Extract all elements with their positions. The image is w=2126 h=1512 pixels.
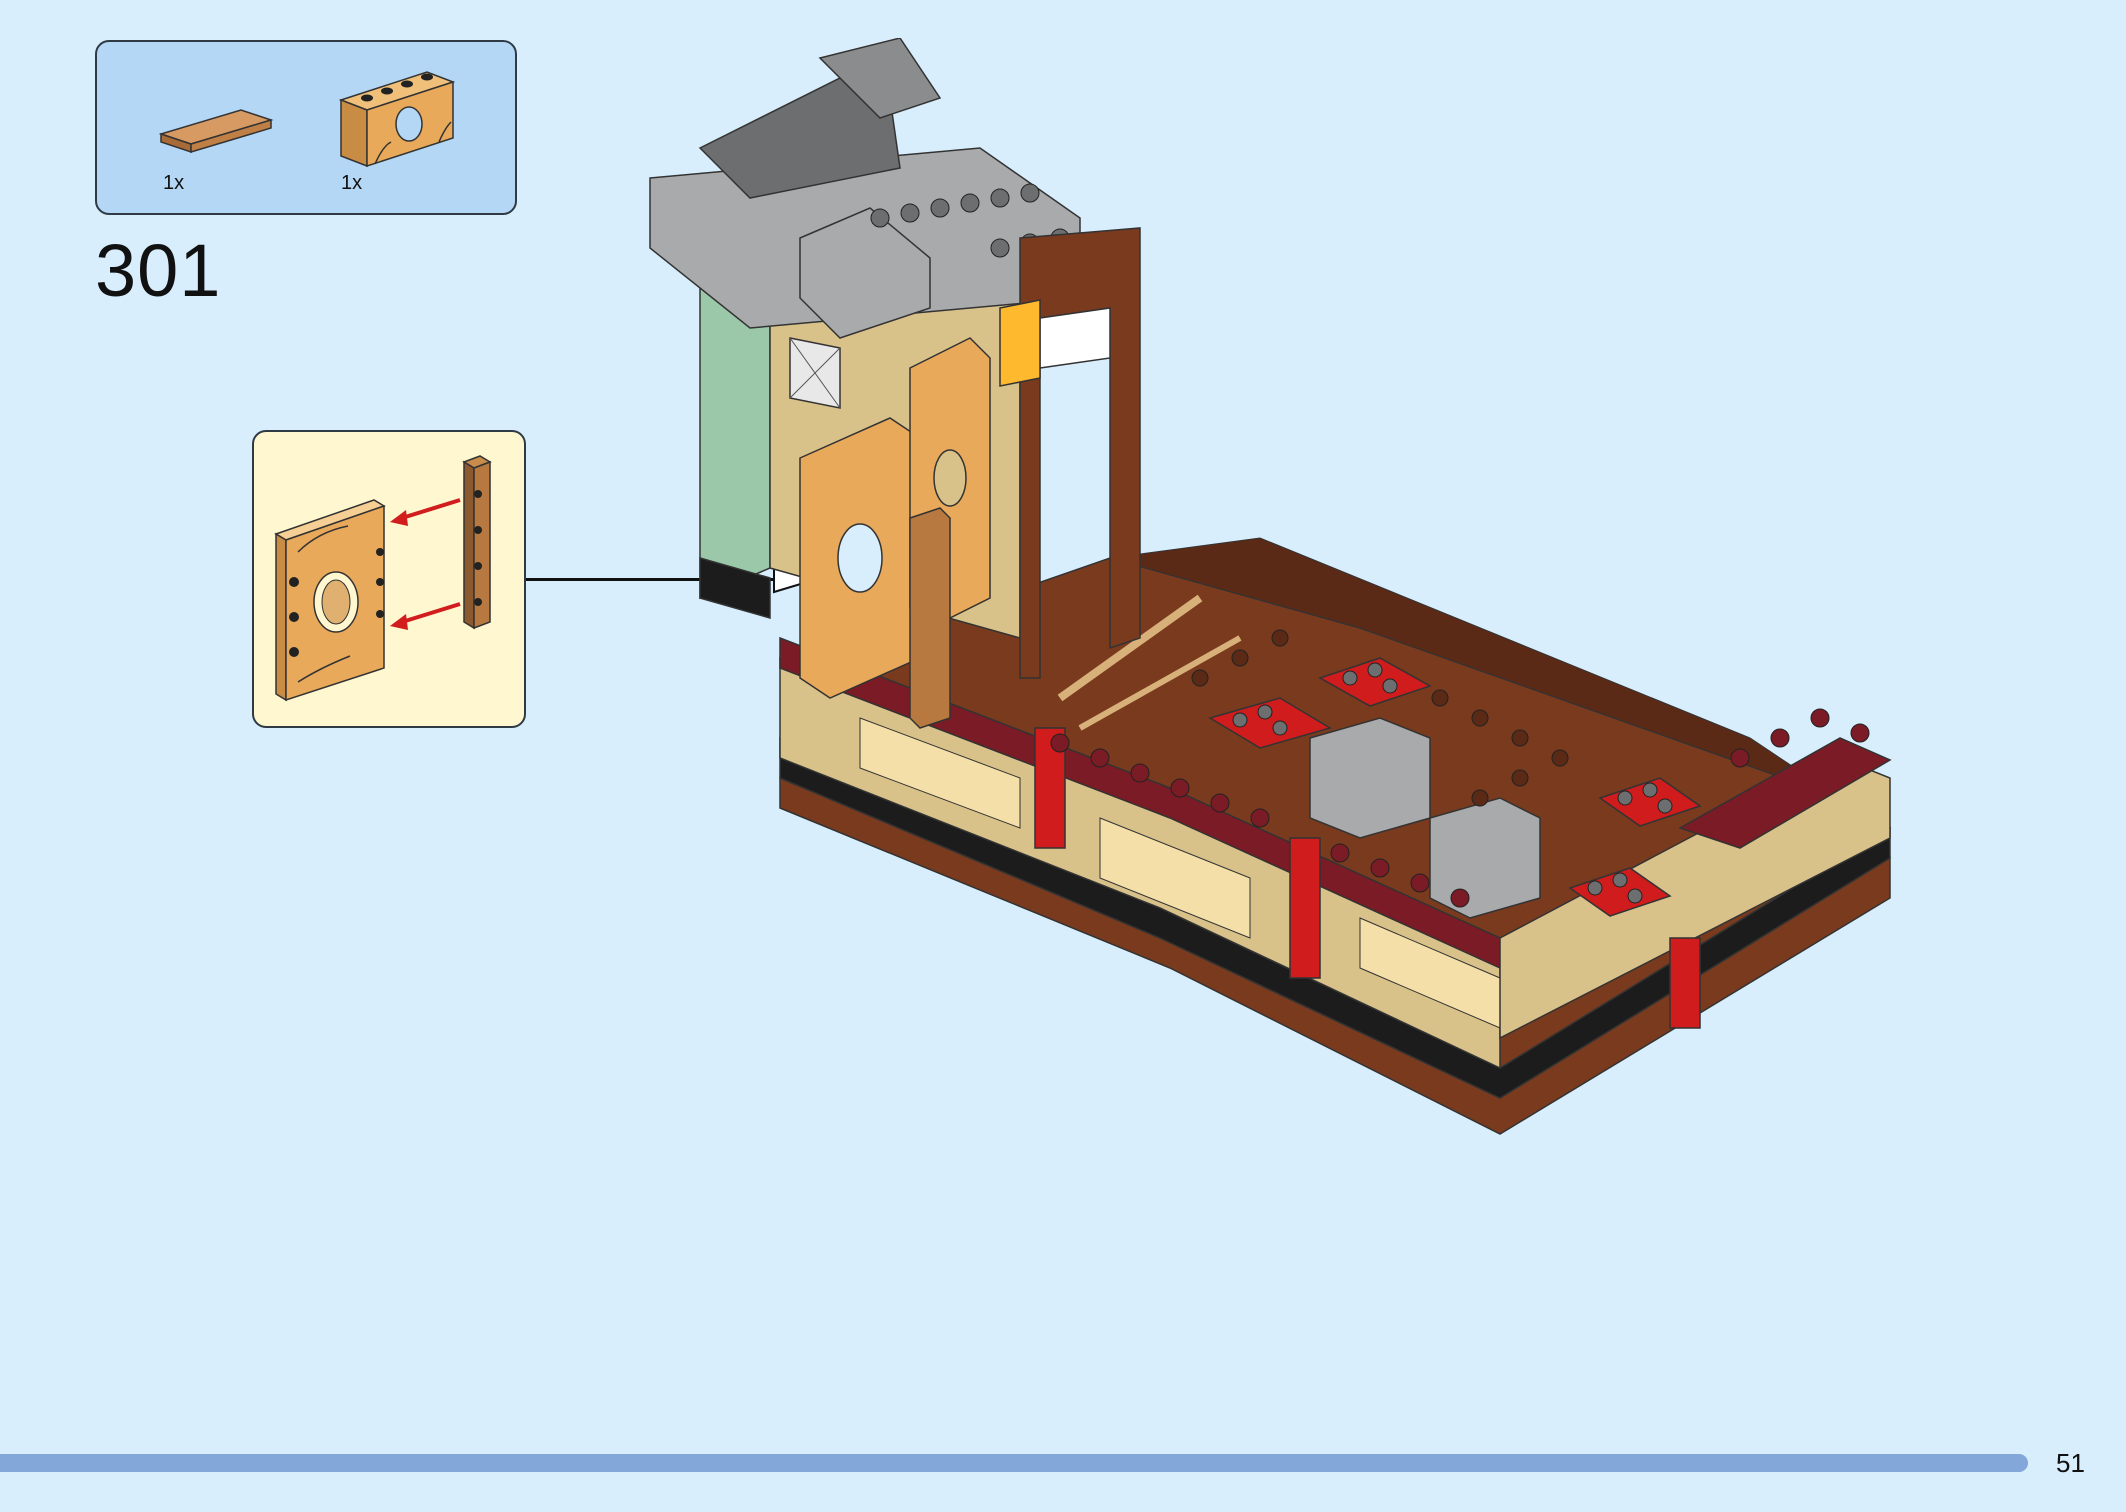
- part-quantity: 1x: [341, 172, 363, 194]
- ornamental-fence-part-icon: [338, 71, 456, 168]
- sub-assembly-callout: [252, 430, 526, 728]
- instruction-progress-bar: [0, 1454, 2029, 1472]
- tile-1x4-part-icon: [159, 109, 274, 154]
- callout-connector-line: [526, 578, 786, 581]
- part-quantity: 1x: [163, 172, 185, 194]
- parts-list-box: 1x 1x: [95, 40, 517, 215]
- fence-attach-illustration: [274, 455, 492, 702]
- step-number: 301: [95, 229, 222, 312]
- build-model-illustration: [649, 38, 1892, 1135]
- page-number: 51: [2056, 1448, 2085, 1478]
